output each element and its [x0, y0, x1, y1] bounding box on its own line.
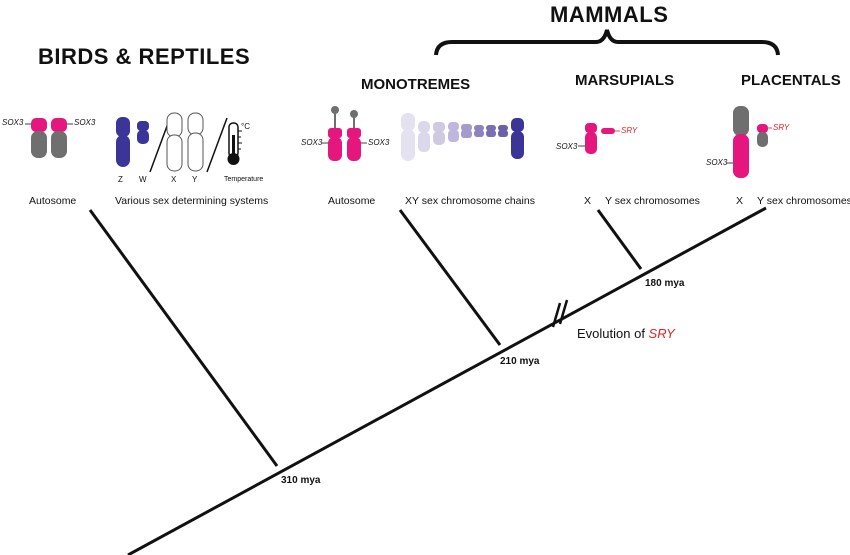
label-placental-y: Y sex chromosomes: [757, 195, 850, 207]
label-autosome-mono: Autosome: [328, 195, 376, 207]
xy-chromosome-chain: [401, 113, 524, 161]
gene-label-sox3: SOX3: [706, 158, 728, 167]
branch-marsupials: [596, 209, 643, 270]
sry-hash-mark-1: [551, 302, 562, 328]
label-w: W: [139, 175, 147, 184]
heading-marsupials: MARSUPIALS: [575, 72, 675, 89]
autosome-chromosome-pair: [25, 118, 73, 158]
trunk-line: [127, 206, 767, 555]
evolution-of-sry-label: Evolution of SRY: [577, 326, 675, 341]
label-y: Y: [192, 175, 198, 184]
evolution-prefix: Evolution of: [577, 326, 649, 341]
label-xy-chains: XY sex chromosome chains: [405, 195, 535, 207]
system-divider-2: [206, 117, 228, 173]
heading-birds-reptiles: BIRDS & REPTILES: [38, 44, 251, 69]
mya-210: 210 mya: [500, 356, 540, 367]
label-marsupial-x: X: [584, 195, 592, 207]
placental-sex-chromosomes: [727, 106, 772, 178]
mammals-brace: [434, 29, 780, 56]
branch-monotremes: [398, 209, 502, 346]
gene-label-sox3: SOX3: [556, 142, 578, 151]
label-degree: °C: [241, 122, 250, 131]
gene-label-sox3: SOX3: [368, 138, 390, 147]
sry-hash-mark-2: [558, 299, 569, 325]
xy-outline-chromosomes: [166, 112, 204, 172]
monotreme-autosome-pair: [322, 106, 367, 161]
label-various-systems: Various sex determining systems: [115, 195, 269, 207]
heading-mammals: MAMMALS: [550, 2, 669, 27]
branch-birds-reptiles: [88, 209, 279, 467]
gene-label-sry: SRY: [773, 123, 790, 132]
gene-label-sox3: SOX3: [2, 118, 24, 127]
label-temperature: Temperature: [224, 176, 264, 183]
gene-label-sox3: SOX3: [74, 118, 96, 127]
label-placental-x: X: [736, 195, 744, 207]
gene-label-sox3: SOX3: [301, 138, 323, 147]
marsupial-sex-chromosomes: [578, 123, 620, 154]
mya-180: 180 mya: [645, 278, 685, 289]
gene-label-sry: SRY: [621, 126, 638, 135]
label-x: X: [171, 175, 177, 184]
zw-chromosomes: [116, 117, 149, 167]
label-autosome-birds: Autosome: [29, 195, 77, 207]
label-marsupial-y: Y sex chromosomes: [605, 195, 700, 207]
mya-310: 310 mya: [281, 475, 321, 486]
heading-monotremes: MONOTREMES: [361, 76, 471, 93]
evolution-gene: SRY: [648, 326, 675, 341]
label-z: Z: [118, 175, 123, 184]
heading-placentals: PLACENTALS: [741, 72, 841, 89]
thermometer-icon: [227, 122, 242, 165]
